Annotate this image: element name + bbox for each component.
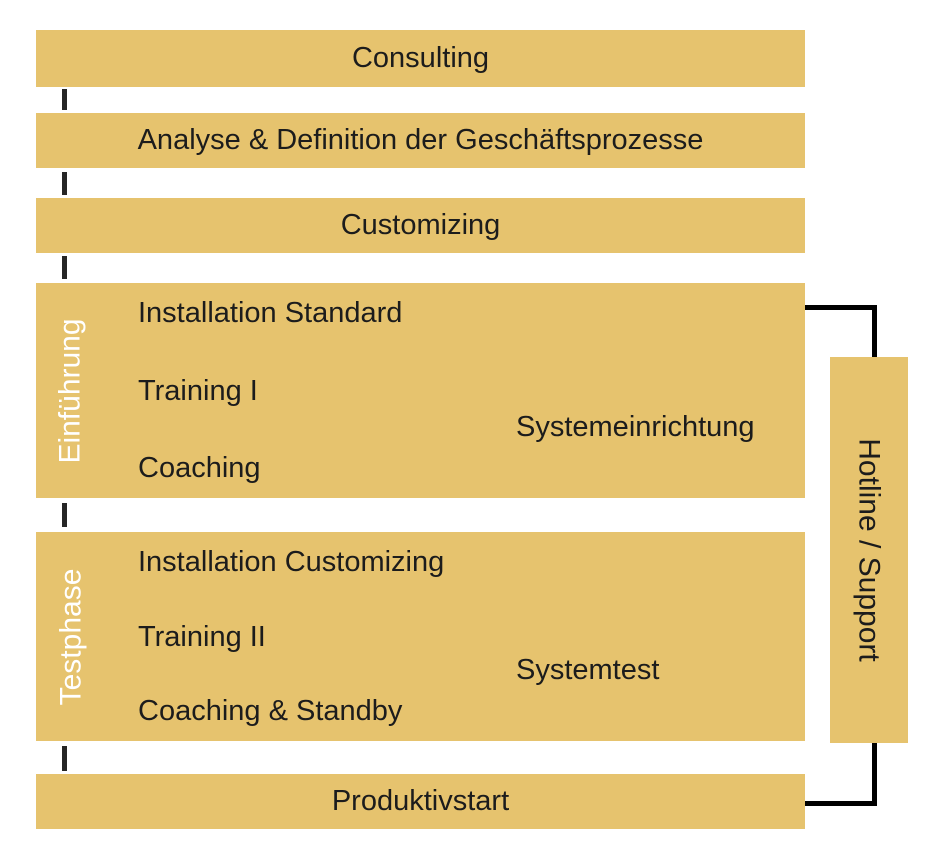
bar-analyse-label: Analyse & Definition der Geschäftsprozes…	[137, 124, 704, 156]
testphase-right-label: Systemtest	[516, 654, 660, 686]
einfuehrung-item: Installation Standard	[138, 297, 403, 329]
connector-support-to-produktivstart-horizontal	[805, 801, 877, 806]
bar-produktivstart: Produktivstart	[36, 774, 805, 829]
connector-tick-3	[62, 256, 67, 279]
einfuehrung-side-label: Einführung	[36, 283, 106, 498]
connector-tick-1	[62, 89, 67, 110]
connector-einfuehrung-to-support-horizontal	[805, 305, 877, 310]
bar-produktivstart-label: Produktivstart	[331, 785, 510, 817]
einfuehrung-right-label: Systemeinrichtung	[516, 411, 755, 443]
testphase-item: Training II	[138, 620, 266, 653]
bar-hotline-support: Hotline / Support	[830, 357, 908, 743]
connector-tick-4	[62, 503, 67, 527]
connector-einfuehrung-to-support-vertical	[872, 305, 877, 357]
testphase-item: Coaching & Standby	[138, 695, 403, 727]
box-testphase: Testphase Installation Customizing Train…	[36, 532, 805, 741]
bar-analyse: Analyse & Definition der Geschäftsprozes…	[36, 113, 805, 168]
bar-customizing: Customizing	[36, 198, 805, 253]
box-einfuehrung: Einführung Installation Standard Trainin…	[36, 283, 805, 498]
hotline-support-label: Hotline / Support	[853, 438, 886, 662]
testphase-items: Installation Customizing Training II Coa…	[138, 532, 805, 741]
bar-customizing-label: Customizing	[340, 209, 501, 241]
testphase-side-label: Testphase	[36, 532, 106, 741]
testphase-side-label-text: Testphase	[54, 568, 88, 705]
einfuehrung-item: Coaching	[138, 452, 261, 484]
einfuehrung-item: Training I	[138, 374, 258, 407]
connector-tick-5	[62, 746, 67, 771]
connector-tick-2	[62, 172, 67, 195]
bar-consulting: Consulting	[36, 30, 805, 87]
einfuehrung-items: Installation Standard Training I Coachin…	[138, 283, 805, 498]
bar-consulting-label: Consulting	[351, 42, 490, 74]
einfuehrung-side-label-text: Einführung	[54, 317, 88, 464]
testphase-item: Installation Customizing	[138, 546, 445, 578]
connector-support-to-produktivstart-vertical	[872, 743, 877, 806]
